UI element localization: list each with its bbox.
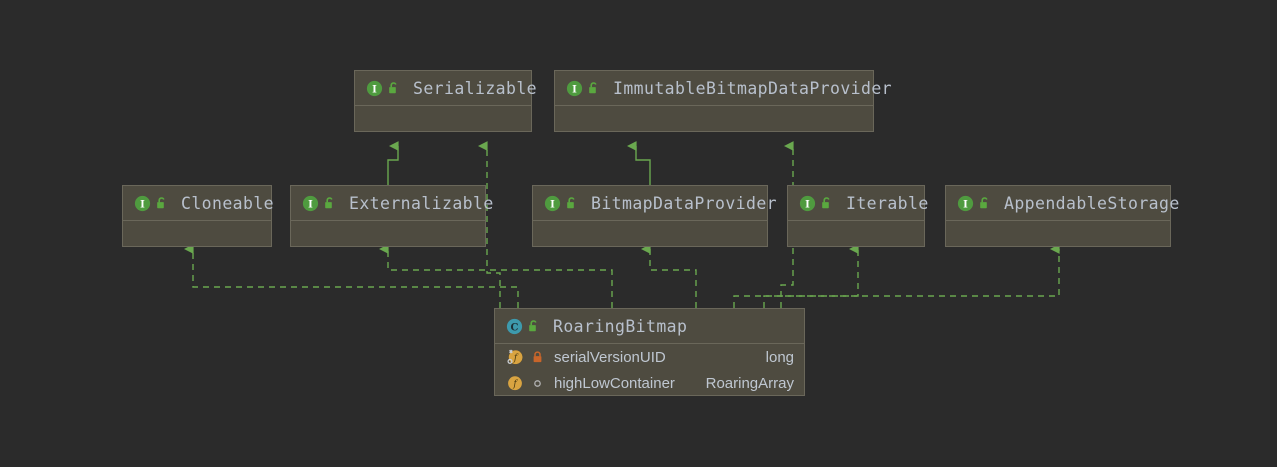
svg-text:I: I xyxy=(963,199,968,210)
uml-node-cloneable[interactable]: I Cloneable xyxy=(122,185,275,247)
interface-icon: I xyxy=(134,195,151,212)
svg-text:I: I xyxy=(140,199,145,210)
node-header: I AppendableStorage xyxy=(946,186,1179,221)
node-members xyxy=(788,221,924,243)
member-name: highLowContainer xyxy=(554,374,675,392)
unlock-icon xyxy=(978,196,991,210)
member-type: long xyxy=(765,348,794,366)
unlock-icon xyxy=(587,81,600,95)
node-title: Cloneable xyxy=(181,193,275,213)
unlock-icon xyxy=(565,196,578,210)
node-members xyxy=(123,221,271,243)
interface-icon: I xyxy=(799,195,816,212)
svg-text:I: I xyxy=(308,199,313,210)
node-header: I Serializable xyxy=(355,71,537,106)
uml-node-iterable[interactable]: I Iterable xyxy=(787,185,928,247)
edge-roaringbitmap-cloneable xyxy=(183,244,519,308)
field-icon: f xyxy=(506,374,524,392)
svg-text:I: I xyxy=(550,199,555,210)
member-row[interactable]: f serialVersionUID long xyxy=(495,344,804,370)
svg-text:C: C xyxy=(511,322,519,333)
interface-icon: I xyxy=(544,195,561,212)
node-members xyxy=(946,221,1170,243)
member-name: serialVersionUID xyxy=(554,348,666,366)
node-members xyxy=(533,221,767,243)
svg-text:I: I xyxy=(572,84,577,95)
node-title: ImmutableBitmapDataProvider xyxy=(613,78,893,98)
edge-externalizable-serializable xyxy=(387,141,399,185)
uml-node-externalizable[interactable]: I Externalizable xyxy=(290,185,493,247)
uml-node-roaringbitmap[interactable]: C RoaringBitmap f xyxy=(494,308,805,396)
interface-icon: I xyxy=(302,195,319,212)
uml-node-serializable[interactable]: I Serializable xyxy=(354,70,537,132)
node-header: I BitmapDataProvider xyxy=(533,186,777,221)
node-title: Externalizable xyxy=(349,193,494,213)
private-lock-icon xyxy=(530,351,544,363)
node-title: Serializable xyxy=(413,78,538,98)
member-type: RoaringArray xyxy=(705,374,794,392)
edge-roaringbitmap-externalizable xyxy=(378,244,613,308)
edge-roaringbitmap-iterable xyxy=(733,244,859,308)
node-header: C RoaringBitmap xyxy=(495,309,804,344)
node-title: BitmapDataProvider xyxy=(591,193,778,213)
edge-roaringbitmap-bitmapdataprovider xyxy=(640,244,697,308)
svg-text:I: I xyxy=(372,84,377,95)
interface-icon: I xyxy=(566,80,583,97)
interface-icon: I xyxy=(366,80,383,97)
static-field-icon: f xyxy=(506,348,524,366)
member-row[interactable]: f highLowContainer RoaringArray xyxy=(495,370,804,396)
uml-node-appendablestorage[interactable]: I AppendableStorage xyxy=(945,185,1179,247)
node-header: I ImmutableBitmapDataProvider xyxy=(555,71,892,106)
node-members: f serialVersionUID long xyxy=(495,344,804,396)
class-icon: C xyxy=(506,318,523,335)
node-members xyxy=(555,106,873,128)
edge-bitmapdataprovider-immutablebitmapdataprovider xyxy=(626,141,651,185)
unlock-icon xyxy=(155,196,168,210)
uml-node-immutablebitmapdataprovider[interactable]: I ImmutableBitmapDataProvider xyxy=(554,70,892,132)
unlock-icon xyxy=(323,196,336,210)
node-members xyxy=(355,106,531,128)
svg-text:f: f xyxy=(512,380,518,390)
unlock-icon xyxy=(527,319,540,333)
edge-roaringbitmap-serializable xyxy=(477,141,501,308)
unlock-icon xyxy=(820,196,833,210)
node-title: Iterable xyxy=(846,193,929,213)
package-private-circle-icon xyxy=(530,378,544,389)
uml-node-bitmapdataprovider[interactable]: I BitmapDataProvider xyxy=(532,185,777,247)
node-members xyxy=(291,221,485,243)
edge-roaringbitmap-appendablestorage xyxy=(763,244,1060,308)
unlock-icon xyxy=(387,81,400,95)
node-title: AppendableStorage xyxy=(1004,193,1180,213)
interface-icon: I xyxy=(957,195,974,212)
svg-text:f: f xyxy=(513,354,519,364)
node-title: RoaringBitmap xyxy=(553,316,688,336)
svg-text:I: I xyxy=(805,199,810,210)
node-header: I Iterable xyxy=(788,186,928,221)
node-header: I Cloneable xyxy=(123,186,275,221)
node-header: I Externalizable xyxy=(291,186,493,221)
